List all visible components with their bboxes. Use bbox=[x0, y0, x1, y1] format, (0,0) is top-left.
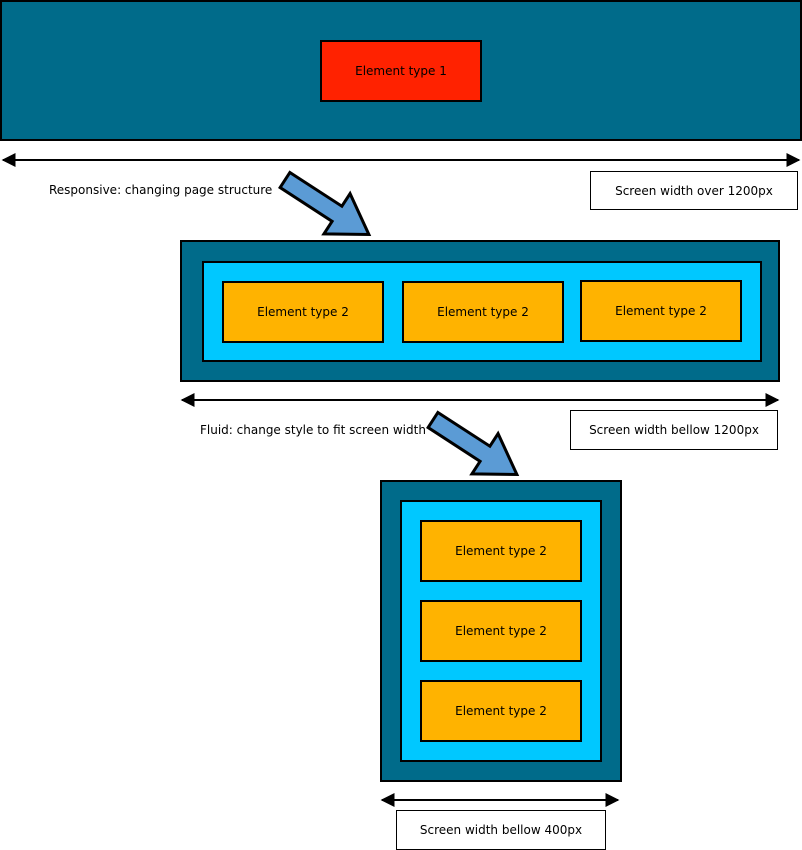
responsive-caption: Responsive: changing page structure bbox=[49, 183, 273, 197]
fluid-caption: Fluid: change style to fit screen width bbox=[200, 423, 426, 437]
element-type-2-label: Element type 2 bbox=[257, 305, 349, 319]
width-label-medium: Screen width bellow 1200px bbox=[570, 410, 778, 450]
element-type-1-label: Element type 1 bbox=[355, 64, 447, 78]
element-type-2-label: Element type 2 bbox=[455, 544, 547, 558]
width-label-small-text: Screen width bellow 400px bbox=[419, 823, 583, 837]
medium-element-type-2-box: Element type 2 bbox=[222, 281, 384, 343]
width-label-large-text: Screen width over 1200px bbox=[615, 183, 773, 198]
element-type-1-box: Element type 1 bbox=[320, 40, 482, 102]
small-element-type-2-box: Element type 2 bbox=[420, 600, 582, 662]
medium-element-type-2-box: Element type 2 bbox=[402, 281, 564, 343]
small-element-type-2-box: Element type 2 bbox=[420, 680, 582, 742]
width-label-small: Screen width bellow 400px bbox=[396, 810, 606, 850]
element-type-2-label: Element type 2 bbox=[437, 305, 529, 319]
element-type-2-label: Element type 2 bbox=[455, 624, 547, 638]
width-label-medium-text: Screen width bellow 1200px bbox=[589, 423, 759, 437]
element-type-2-label: Element type 2 bbox=[615, 304, 707, 318]
width-label-large: Screen width over 1200px bbox=[590, 171, 798, 210]
transition-arrow-fluid bbox=[426, 410, 520, 476]
element-type-2-label: Element type 2 bbox=[455, 704, 547, 718]
medium-element-type-2-box: Element type 2 bbox=[580, 280, 742, 342]
small-element-type-2-box: Element type 2 bbox=[420, 520, 582, 582]
transition-arrow-responsive bbox=[278, 170, 372, 236]
